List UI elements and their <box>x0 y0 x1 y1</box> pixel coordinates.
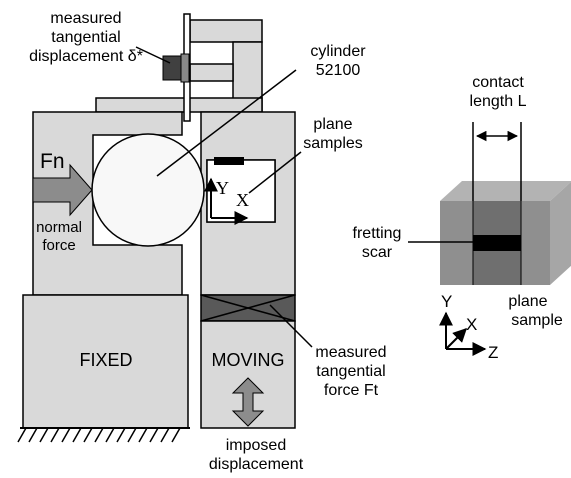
label-line: samples <box>303 135 363 152</box>
fixed-block <box>22 294 189 429</box>
label-line: sample <box>511 312 563 329</box>
xyz-axes <box>439 311 487 356</box>
label-line: contact <box>472 74 524 91</box>
force-sensor <box>200 294 296 322</box>
fixed-label: FIXED <box>79 350 132 370</box>
plane-sample-label: plane sample <box>508 293 562 329</box>
label-line: fretting <box>353 225 402 242</box>
plane-leader-line <box>248 151 302 194</box>
label-line: displacement δ* <box>29 48 143 65</box>
label-line: tangential <box>51 29 120 46</box>
normal-force-label: normal force <box>36 219 82 254</box>
plane-sample-contact <box>214 157 244 165</box>
contact-length-label: contact length L <box>470 74 527 110</box>
axis-y-label: Y <box>216 178 229 198</box>
plane-samples-label: plane samples <box>303 116 363 152</box>
label-line: imposed <box>226 437 286 454</box>
displacement-sensor <box>162 53 190 83</box>
label-line: plane <box>313 116 352 133</box>
measured-force-label: measured tangential force Ft <box>315 344 386 399</box>
axis-x-label: X <box>466 315 477 334</box>
label-line: force Ft <box>324 382 379 399</box>
axis-x-label: X <box>236 190 249 210</box>
plane-sample-3d <box>440 181 571 285</box>
label-line: tangential <box>316 363 385 380</box>
imposed-displacement-label: imposed displacement <box>209 437 304 473</box>
cylinder-label: cylinder 52100 <box>310 43 366 79</box>
label-line: 52100 <box>316 62 361 79</box>
normal-force-arrow <box>32 163 93 217</box>
label-line: force <box>42 237 75 254</box>
axis-z-label: Z <box>488 343 498 362</box>
contact-length-dimension <box>472 122 522 201</box>
label-line: normal <box>36 219 82 236</box>
cylinder <box>91 133 205 247</box>
ground-hatch <box>17 427 181 443</box>
label-line: cylinder <box>310 43 366 60</box>
cylinder-leader-line <box>156 69 297 177</box>
fn-label: Fn <box>40 150 65 173</box>
label-line: measured <box>50 10 121 27</box>
measured-displacement-label: measured tangential displacement δ* <box>29 10 143 65</box>
label-line: plane <box>508 293 547 310</box>
sample-axes <box>204 177 249 225</box>
moving-label: MOVING <box>211 350 284 370</box>
label-line: scar <box>362 244 393 261</box>
fretting-scar-label: fretting scar <box>353 225 402 261</box>
label-line: measured <box>315 344 386 361</box>
sensor-bracket <box>95 19 263 113</box>
sensor-leader-line <box>135 46 171 64</box>
imposed-displacement-arrow <box>231 377 265 427</box>
axis-y-label: Y <box>441 292 452 311</box>
force-leader-line <box>269 304 313 348</box>
fretting-scar <box>473 235 521 251</box>
label-line: length L <box>470 93 527 110</box>
label-line: displacement <box>209 456 304 473</box>
